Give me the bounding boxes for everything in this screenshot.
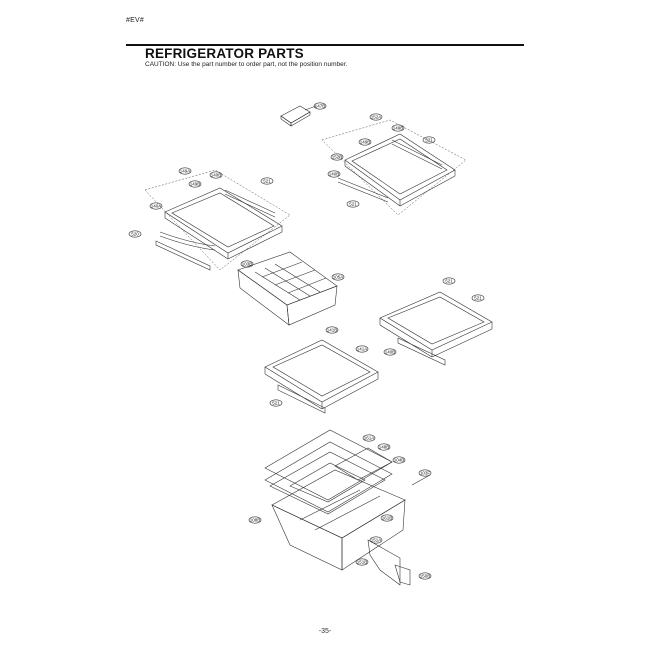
callout: 151A: [369, 536, 383, 544]
callout: 152A: [369, 113, 383, 121]
svg-text:521: 521: [425, 138, 433, 143]
callout: 105A: [331, 273, 345, 281]
svg-text:141A: 141A: [357, 347, 368, 352]
svg-text:148B: 148B: [379, 445, 390, 450]
callout: 108B: [248, 516, 262, 524]
svg-text:521: 521: [349, 202, 357, 207]
callout: 521: [260, 177, 274, 185]
callout: 140B: [327, 170, 341, 178]
caution-note: CAUTION: Use the part number to order pa…: [145, 61, 348, 68]
callout: 149A: [178, 167, 192, 175]
callout: 103F: [418, 469, 432, 477]
callout: 140B: [209, 171, 223, 179]
page-number: -35-: [318, 628, 332, 635]
svg-text:149B: 149B: [190, 182, 201, 187]
document-code: #EV#: [126, 17, 144, 24]
upper-right-shelf-drawing: [321, 119, 467, 216]
callout: 521: [442, 277, 456, 285]
callout: 521: [471, 294, 485, 302]
svg-text:140B: 140B: [385, 350, 396, 355]
page-title: REFRIGERATOR PARTS: [145, 46, 304, 61]
svg-text:521: 521: [272, 401, 280, 406]
svg-text:521: 521: [263, 179, 271, 184]
callout: 147B: [313, 102, 327, 110]
callout: 521: [422, 136, 436, 144]
svg-text:151B: 151B: [357, 560, 368, 565]
callout: 141A: [355, 345, 369, 353]
callout: 151B: [355, 558, 369, 566]
svg-text:103F: 103F: [420, 471, 431, 476]
svg-text:161A: 161A: [364, 436, 375, 441]
svg-text:152A: 152A: [371, 115, 382, 120]
svg-text:140B: 140B: [211, 173, 222, 178]
callout: 149B: [358, 138, 372, 146]
svg-text:520: 520: [131, 232, 139, 237]
svg-text:140A: 140A: [151, 204, 162, 209]
svg-text:151A: 151A: [371, 538, 382, 543]
svg-text:105A: 105A: [333, 275, 344, 280]
callout: 148B: [377, 443, 391, 451]
title-rule: [126, 44, 524, 46]
svg-text:161B: 161B: [382, 516, 393, 521]
svg-text:149A: 149A: [180, 169, 191, 174]
callout: 161A: [362, 434, 376, 442]
crisper-drawer-drawing: [237, 251, 338, 326]
callout: 150B: [418, 572, 432, 580]
svg-text:147B: 147B: [315, 104, 326, 109]
callout: 149B: [391, 124, 405, 132]
svg-text:104B: 104B: [394, 458, 405, 463]
callout: 140B: [383, 348, 397, 356]
svg-text:140B: 140B: [329, 172, 340, 177]
svg-text:150B: 150B: [420, 574, 431, 579]
svg-text:149B: 149B: [393, 126, 404, 131]
upper-left-shelf-drawing: [144, 169, 291, 271]
callout: 521: [346, 200, 360, 208]
callout: 140A: [149, 202, 163, 210]
middle-left-shelf-drawing: [264, 339, 379, 414]
callout: 149B: [188, 180, 202, 188]
svg-text:108B: 108B: [250, 518, 261, 523]
callout: 520: [128, 230, 142, 238]
svg-text:103B: 103B: [242, 262, 253, 267]
svg-text:152B: 152B: [332, 155, 343, 160]
callout: 161B: [380, 514, 394, 522]
svg-text:149B: 149B: [360, 140, 371, 145]
middle-right-shelf-drawing: [379, 291, 493, 366]
svg-text:141B: 141B: [327, 328, 338, 333]
callout-labels: 147B 152A 149B 521 149B 152B 140B 140B 5…: [128, 102, 485, 580]
svg-text:521: 521: [474, 296, 482, 301]
callout: 104B: [392, 456, 406, 464]
callout: 141B: [325, 326, 339, 334]
svg-text:521: 521: [445, 279, 453, 284]
callout: 103B: [240, 260, 254, 268]
callout: 152B: [330, 153, 344, 161]
small-part-drawing: [280, 105, 317, 127]
callout: 521: [269, 399, 283, 407]
bottom-crisper-assembly-drawing: [264, 429, 431, 586]
